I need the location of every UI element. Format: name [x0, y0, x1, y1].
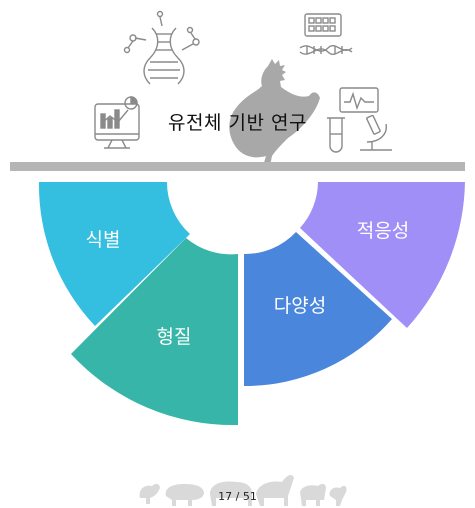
divider-bar: [10, 162, 465, 171]
diagram-title: 유전체 기반 연구: [168, 112, 307, 134]
livestock-silhouettes-icon: [139, 475, 347, 506]
dna-sequencer-icon: [299, 13, 353, 55]
analytics-monitor-icon: [94, 96, 140, 149]
segment-identification-label: 식별: [86, 229, 121, 251]
segment-adaptability-label: 적응성: [357, 220, 409, 242]
segment-diversity: 다양성: [244, 232, 392, 387]
lab-monitor-icon: [339, 87, 379, 113]
test-tube-icon: [327, 117, 345, 153]
chicken-silhouette-icon: [229, 59, 320, 166]
segment-diversity-label: 다양성: [274, 295, 326, 317]
segment-trait-label: 형질: [157, 326, 192, 348]
page-indicator: 17 / 51: [218, 490, 257, 503]
microscope-icon: [360, 114, 392, 151]
dna-molecule-icon: [123, 10, 200, 85]
segment-identification: 식별: [38, 182, 191, 326]
segment-trait: 형질: [71, 238, 238, 426]
segment-adaptability: 적응성: [300, 182, 465, 328]
